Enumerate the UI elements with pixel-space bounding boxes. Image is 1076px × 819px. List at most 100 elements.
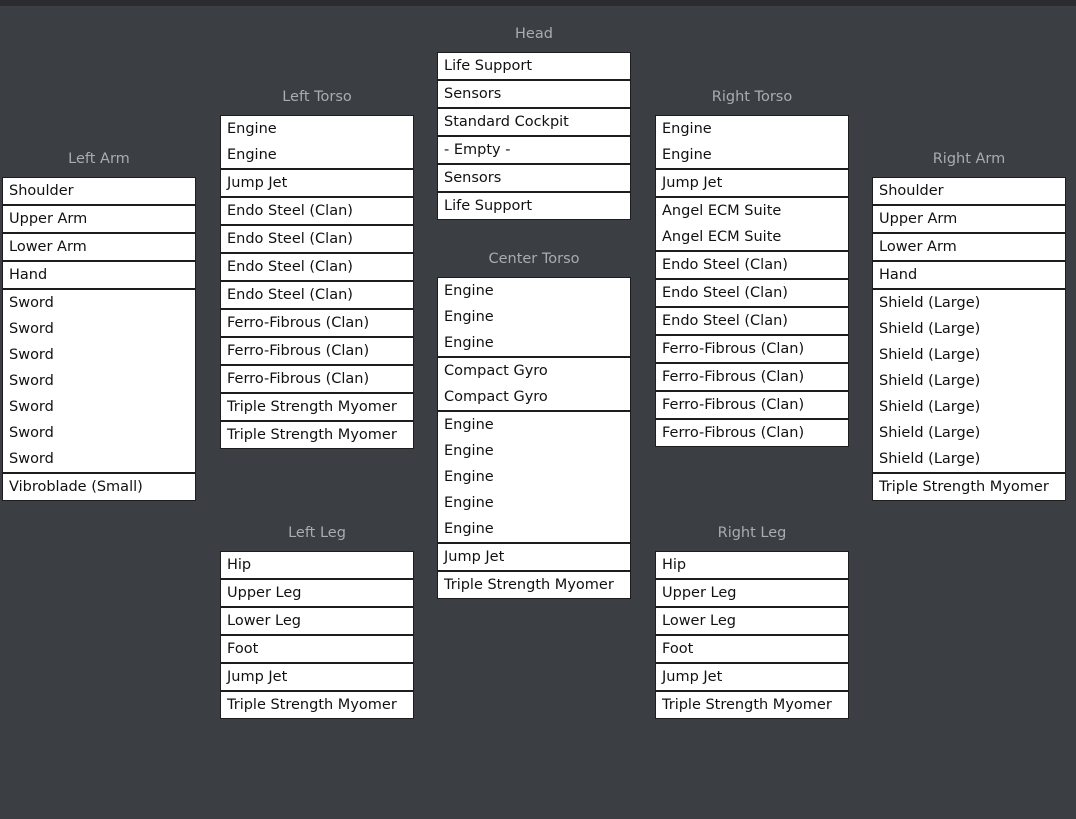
critical-slot[interactable]: Sword	[9, 399, 54, 415]
critical-slot[interactable]: Endo Steel (Clan)	[227, 231, 353, 247]
critical-slot[interactable]: Lower Leg	[227, 613, 301, 629]
critical-slot[interactable]: Upper Leg	[227, 585, 302, 601]
slot-group: Jump Jet	[656, 168, 848, 196]
critical-slot[interactable]: Sword	[9, 373, 54, 389]
critical-slot[interactable]: Engine	[444, 469, 494, 485]
critical-slot[interactable]: Engine	[444, 335, 494, 351]
critical-slot[interactable]: Angel ECM Suite	[662, 203, 782, 219]
slot-group: Lower Leg	[656, 606, 848, 634]
critical-slot[interactable]: Triple Strength Myomer	[444, 577, 614, 593]
critical-slot[interactable]: Upper Arm	[879, 211, 958, 227]
critical-slot[interactable]: Compact Gyro	[444, 389, 548, 405]
critical-slot[interactable]: Upper Arm	[9, 211, 88, 227]
critical-slot[interactable]: Jump Jet	[227, 175, 288, 191]
window-top-bar	[0, 0, 1076, 6]
critical-slot[interactable]: Triple Strength Myomer	[662, 697, 832, 713]
slot-group: Upper Leg	[221, 578, 413, 606]
critical-slot[interactable]: Ferro-Fibrous (Clan)	[227, 343, 370, 359]
critical-slot[interactable]: Hand	[9, 267, 48, 283]
slot-group: Endo Steel (Clan)	[656, 278, 848, 306]
critical-slot[interactable]: Engine	[444, 521, 494, 537]
critical-slot[interactable]: Engine	[444, 417, 494, 433]
critical-slot[interactable]: Ferro-Fibrous (Clan)	[662, 425, 805, 441]
slot-group: Shield (Large) Shield (Large) Shield (Larg…	[873, 288, 1065, 472]
critical-slot[interactable]: Sensors	[444, 86, 502, 102]
critical-slot[interactable]: Endo Steel (Clan)	[662, 313, 788, 329]
critical-slot[interactable]: Shield (Large)	[879, 451, 981, 467]
critical-slot[interactable]: Triple Strength Myomer	[227, 697, 397, 713]
critical-slot[interactable]: Sword	[9, 425, 54, 441]
slot-group: Lower Leg	[221, 606, 413, 634]
critical-slot[interactable]: Hip	[227, 557, 252, 573]
critical-slot[interactable]: Life Support	[444, 58, 533, 74]
critical-slot[interactable]: Jump Jet	[662, 175, 723, 191]
critical-slot[interactable]: Endo Steel (Clan)	[227, 259, 353, 275]
critical-slot[interactable]: Endo Steel (Clan)	[227, 203, 353, 219]
location-title: Left Torso	[282, 89, 352, 105]
critical-slot[interactable]: Ferro-Fibrous (Clan)	[227, 371, 370, 387]
critical-slot[interactable]: Shield (Large)	[879, 373, 981, 389]
slot-group: Ferro-Fibrous (Clan)	[221, 308, 413, 336]
critical-slot[interactable]: Ferro-Fibrous (Clan)	[662, 369, 805, 385]
slot-group: Upper Arm	[873, 204, 1065, 232]
critical-slot[interactable]: Shield (Large)	[879, 399, 981, 415]
critical-slot[interactable]: Ferro-Fibrous (Clan)	[662, 397, 805, 413]
critical-slot[interactable]: Hip	[662, 557, 687, 573]
slot-group: Ferro-Fibrous (Clan)	[221, 364, 413, 392]
critical-slot[interactable]: Lower Leg	[662, 613, 736, 629]
critical-slot[interactable]: Engine	[227, 147, 277, 163]
critical-slot[interactable]: Jump Jet	[662, 669, 723, 685]
critical-slot[interactable]: Angel ECM Suite	[662, 229, 782, 245]
slot-group: Endo Steel (Clan)	[656, 250, 848, 278]
slot-group: Endo Steel (Clan)	[221, 280, 413, 308]
slot-group: Life Support	[438, 191, 630, 219]
critical-slot[interactable]: Shoulder	[879, 183, 944, 199]
critical-slot[interactable]: Engine	[662, 147, 712, 163]
critical-slot[interactable]: Triple Strength Myomer	[879, 479, 1049, 495]
critical-slot[interactable]: Shield (Large)	[879, 295, 981, 311]
critical-slot[interactable]: Engine	[444, 309, 494, 325]
critical-slot[interactable]: Lower Arm	[9, 239, 87, 255]
critical-slot[interactable]: Ferro-Fibrous (Clan)	[227, 315, 370, 331]
critical-slot[interactable]: Upper Leg	[662, 585, 737, 601]
critical-slot[interactable]: Shoulder	[9, 183, 74, 199]
critical-slot[interactable]: Sword	[9, 451, 54, 467]
critical-slot[interactable]: Jump Jet	[227, 669, 288, 685]
critical-slot[interactable]: Shield (Large)	[879, 347, 981, 363]
critical-slot[interactable]: Shield (Large)	[879, 321, 981, 337]
critical-slot[interactable]: Engine	[662, 121, 712, 137]
critical-slot[interactable]: Endo Steel (Clan)	[227, 287, 353, 303]
critical-slot[interactable]: Triple Strength Myomer	[227, 427, 397, 443]
critical-slot[interactable]: Shield (Large)	[879, 425, 981, 441]
critical-slot[interactable]: Lower Arm	[879, 239, 957, 255]
critical-slot[interactable]: Sensors	[444, 170, 502, 186]
critical-slot[interactable]: Engine	[227, 121, 277, 137]
critical-slot[interactable]: Ferro-Fibrous (Clan)	[662, 341, 805, 357]
critical-slot[interactable]: Hand	[879, 267, 918, 283]
critical-slot[interactable]: Sword	[9, 321, 54, 337]
critical-slot[interactable]: Vibroblade (Small)	[9, 479, 143, 495]
critical-slot[interactable]: Foot	[662, 641, 694, 657]
critical-slot[interactable]: Engine	[444, 283, 494, 299]
critical-slot[interactable]: Sword	[9, 295, 54, 311]
critical-slot[interactable]: Endo Steel (Clan)	[662, 285, 788, 301]
critical-slot[interactable]: Triple Strength Myomer	[227, 399, 397, 415]
critical-slot[interactable]: Jump Jet	[444, 549, 505, 565]
critical-slot[interactable]: Compact Gyro	[444, 363, 548, 379]
critical-slot[interactable]: Sword	[9, 347, 54, 363]
slot-group: Ferro-Fibrous (Clan)	[656, 362, 848, 390]
critical-slot[interactable]: Foot	[227, 641, 259, 657]
critical-slot[interactable]: Standard Cockpit	[444, 114, 569, 130]
critical-slot[interactable]: Engine	[444, 443, 494, 459]
critical-slot[interactable]: Endo Steel (Clan)	[662, 257, 788, 273]
critical-slot[interactable]: Life Support	[444, 198, 533, 214]
critical-slot[interactable]: Engine	[444, 495, 494, 511]
critical-slot[interactable]: - Empty -	[444, 142, 511, 158]
slot-group: Foot	[221, 634, 413, 662]
